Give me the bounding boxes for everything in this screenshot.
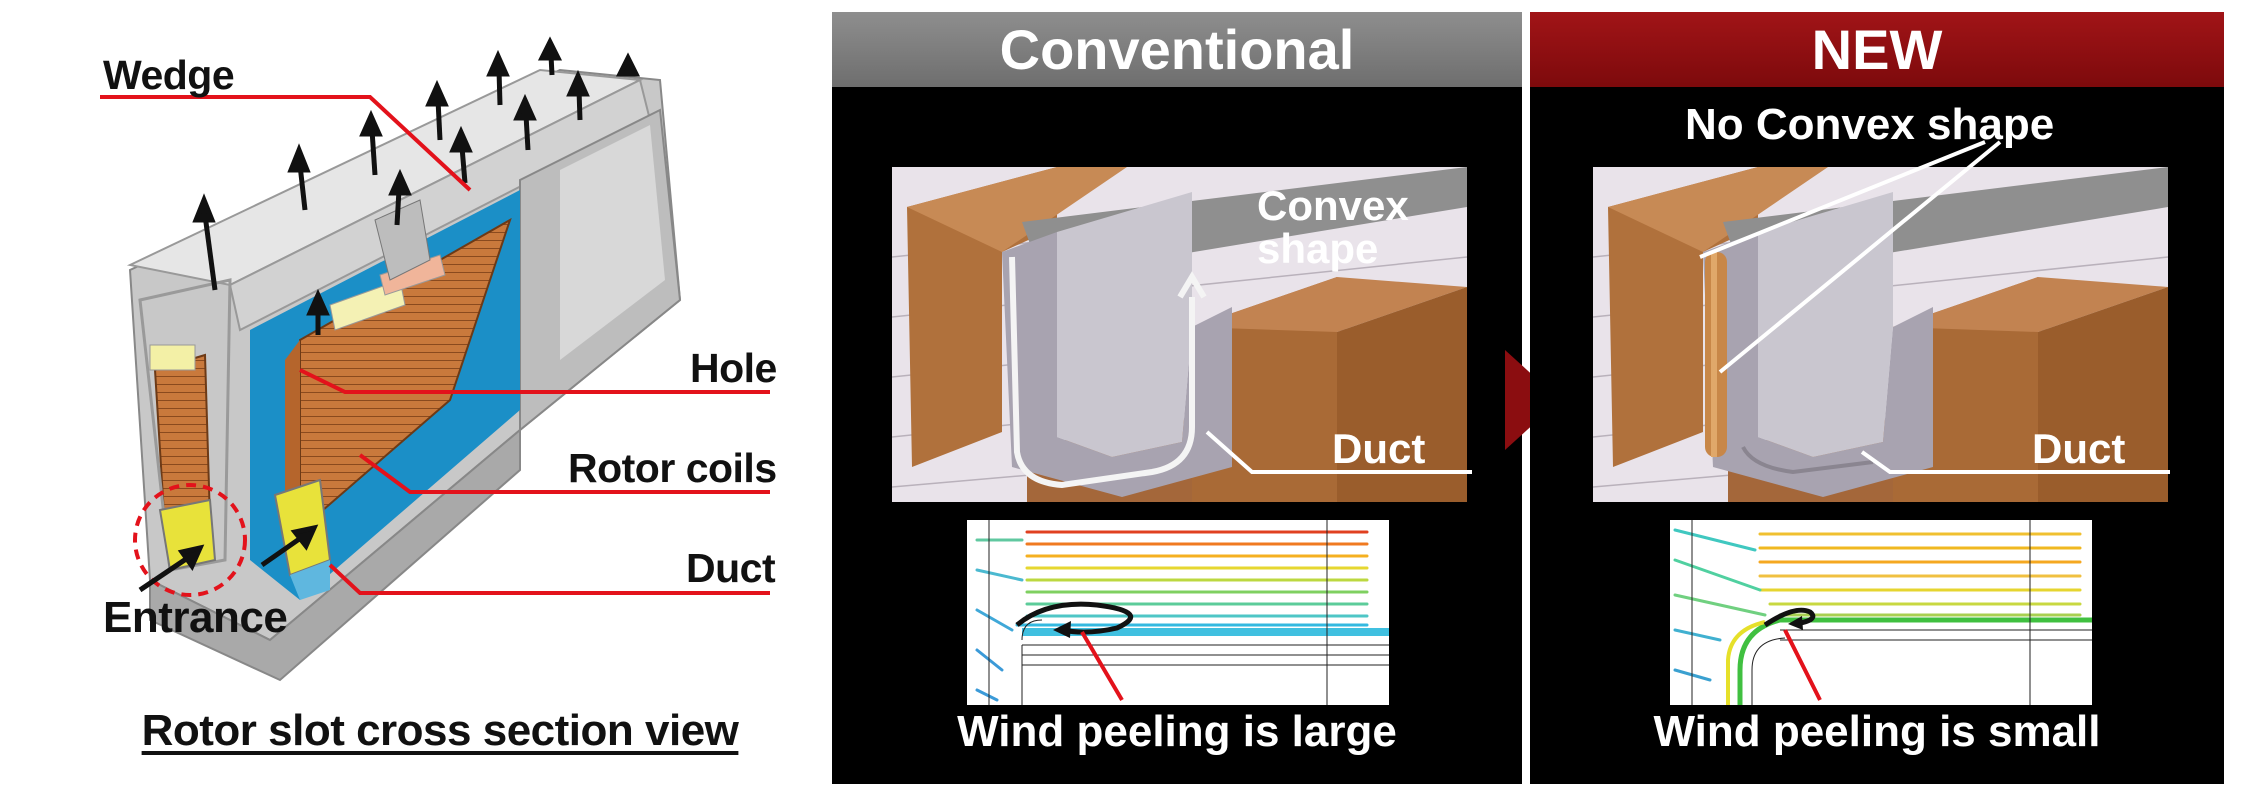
new-leaders	[1699, 140, 2170, 474]
new-result-leader	[1783, 629, 1822, 701]
duct-label: Duct	[686, 545, 776, 591]
rotor-slot-illustration	[100, 36, 770, 682]
conventional-result-leader	[1080, 630, 1124, 702]
conventional-header: Conventional	[832, 12, 1522, 87]
new-duct-render	[1593, 167, 2168, 502]
conventional-duct-label: Duct	[1332, 425, 1426, 472]
no-convex-shape-label: No Convex shape	[1685, 100, 2055, 149]
new-header: NEW	[1530, 12, 2224, 87]
hole-label: Hole	[690, 345, 777, 391]
new-result-text: Wind peeling is small	[1653, 707, 2101, 756]
conventional-flow-simulation	[967, 520, 1389, 705]
convex-shape-label-line2: shape	[1257, 225, 1379, 272]
rotor-slot-diagram	[0, 0, 800, 700]
conventional-duct-leader	[1205, 430, 1472, 474]
conventional-duct-render	[892, 167, 1467, 502]
new-flow-simulation	[1670, 520, 2092, 705]
entrance-label: Entrance	[103, 593, 288, 642]
diagram-caption: Rotor slot cross section view	[141, 706, 739, 755]
rotor-coils-label: Rotor coils	[568, 445, 777, 491]
convex-shape-label-line1: Convex	[1257, 182, 1409, 229]
new-duct-label: Duct	[2032, 425, 2126, 472]
conventional-header-text: Conventional	[999, 18, 1355, 81]
conventional-result-text: Wind peeling is large	[957, 707, 1397, 756]
new-panel: NEW No Convex shape Duct	[1530, 12, 2224, 784]
wedge-label: Wedge	[103, 52, 235, 98]
conventional-panel: Conventional Convex shape Duct	[832, 12, 1522, 784]
new-header-text: NEW	[1811, 18, 1943, 81]
